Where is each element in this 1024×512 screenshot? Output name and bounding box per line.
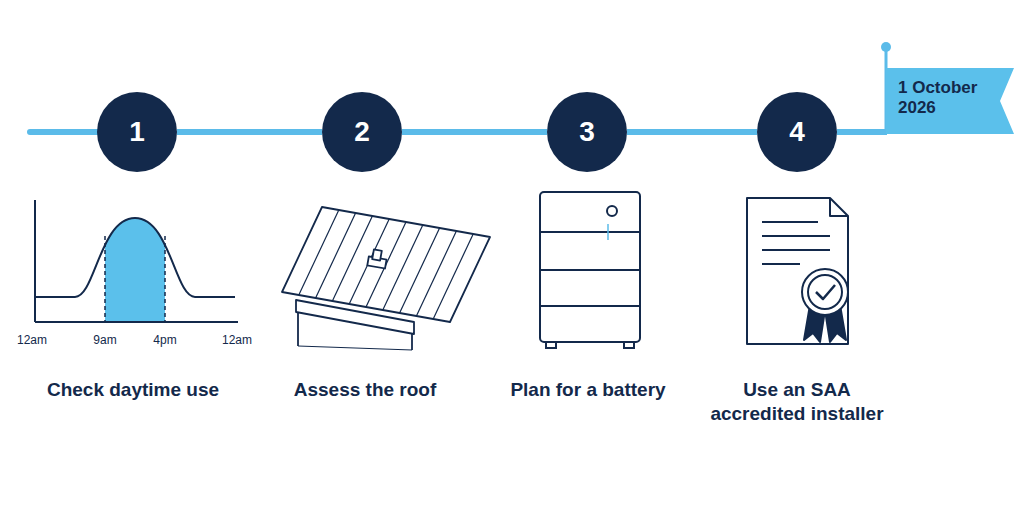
timeline-segment bbox=[837, 129, 887, 135]
axis-label: 12am bbox=[215, 333, 259, 347]
date-label: 1 October 2026 bbox=[886, 68, 994, 129]
text-holder: 1 bbox=[96, 91, 178, 173]
step-number: 1 bbox=[96, 91, 178, 173]
flag-fill bbox=[886, 68, 1014, 134]
date-flag: 1 October 2026 bbox=[886, 68, 1016, 134]
text-holder: 1 October 2026 bbox=[886, 68, 1016, 134]
roof-corrugation bbox=[400, 228, 440, 313]
roof-corrugation bbox=[383, 225, 423, 310]
roof-illustration bbox=[282, 207, 490, 350]
text-holder: 4 bbox=[756, 91, 838, 173]
circle-fill bbox=[547, 92, 627, 172]
step-caption: Use an SAA accredited installer bbox=[700, 378, 895, 426]
timeline-segment bbox=[627, 129, 757, 135]
circle-fill bbox=[322, 92, 402, 172]
axis-label: 9am bbox=[83, 333, 127, 347]
certificate-illustration bbox=[747, 198, 848, 344]
roof-corrugation bbox=[433, 234, 473, 319]
roof-corrugation bbox=[366, 222, 406, 307]
roof-corrugation bbox=[416, 231, 456, 316]
circle-fill bbox=[97, 92, 177, 172]
text-holder: 2 bbox=[321, 91, 403, 173]
step-number: 2 bbox=[321, 91, 403, 173]
step-number: 4 bbox=[756, 91, 838, 173]
step-caption: Assess the roof bbox=[255, 378, 475, 402]
step-caption: Plan for a battery bbox=[478, 378, 698, 402]
step-circle: 1 bbox=[96, 91, 178, 173]
daytime-chart bbox=[35, 200, 238, 322]
roof-corrugation bbox=[299, 210, 339, 295]
circle-fill bbox=[757, 92, 837, 172]
roof-corrugation bbox=[332, 216, 372, 301]
step-circle: 3 bbox=[546, 91, 628, 173]
timeline-segment bbox=[402, 129, 547, 135]
axis-label: 4pm bbox=[143, 333, 187, 347]
step-number: 3 bbox=[546, 91, 628, 173]
step-circle: 4 bbox=[756, 91, 838, 173]
text-holder: 3 bbox=[546, 91, 628, 173]
pole-cap bbox=[881, 42, 891, 52]
axis-label: 12am bbox=[10, 333, 54, 347]
roof-corrugation bbox=[316, 213, 356, 298]
battery-illustration bbox=[540, 192, 640, 348]
roof-corrugation bbox=[349, 219, 389, 304]
step-caption: Check daytime use bbox=[13, 378, 253, 402]
step-circle: 2 bbox=[321, 91, 403, 173]
timeline-segment bbox=[177, 129, 322, 135]
